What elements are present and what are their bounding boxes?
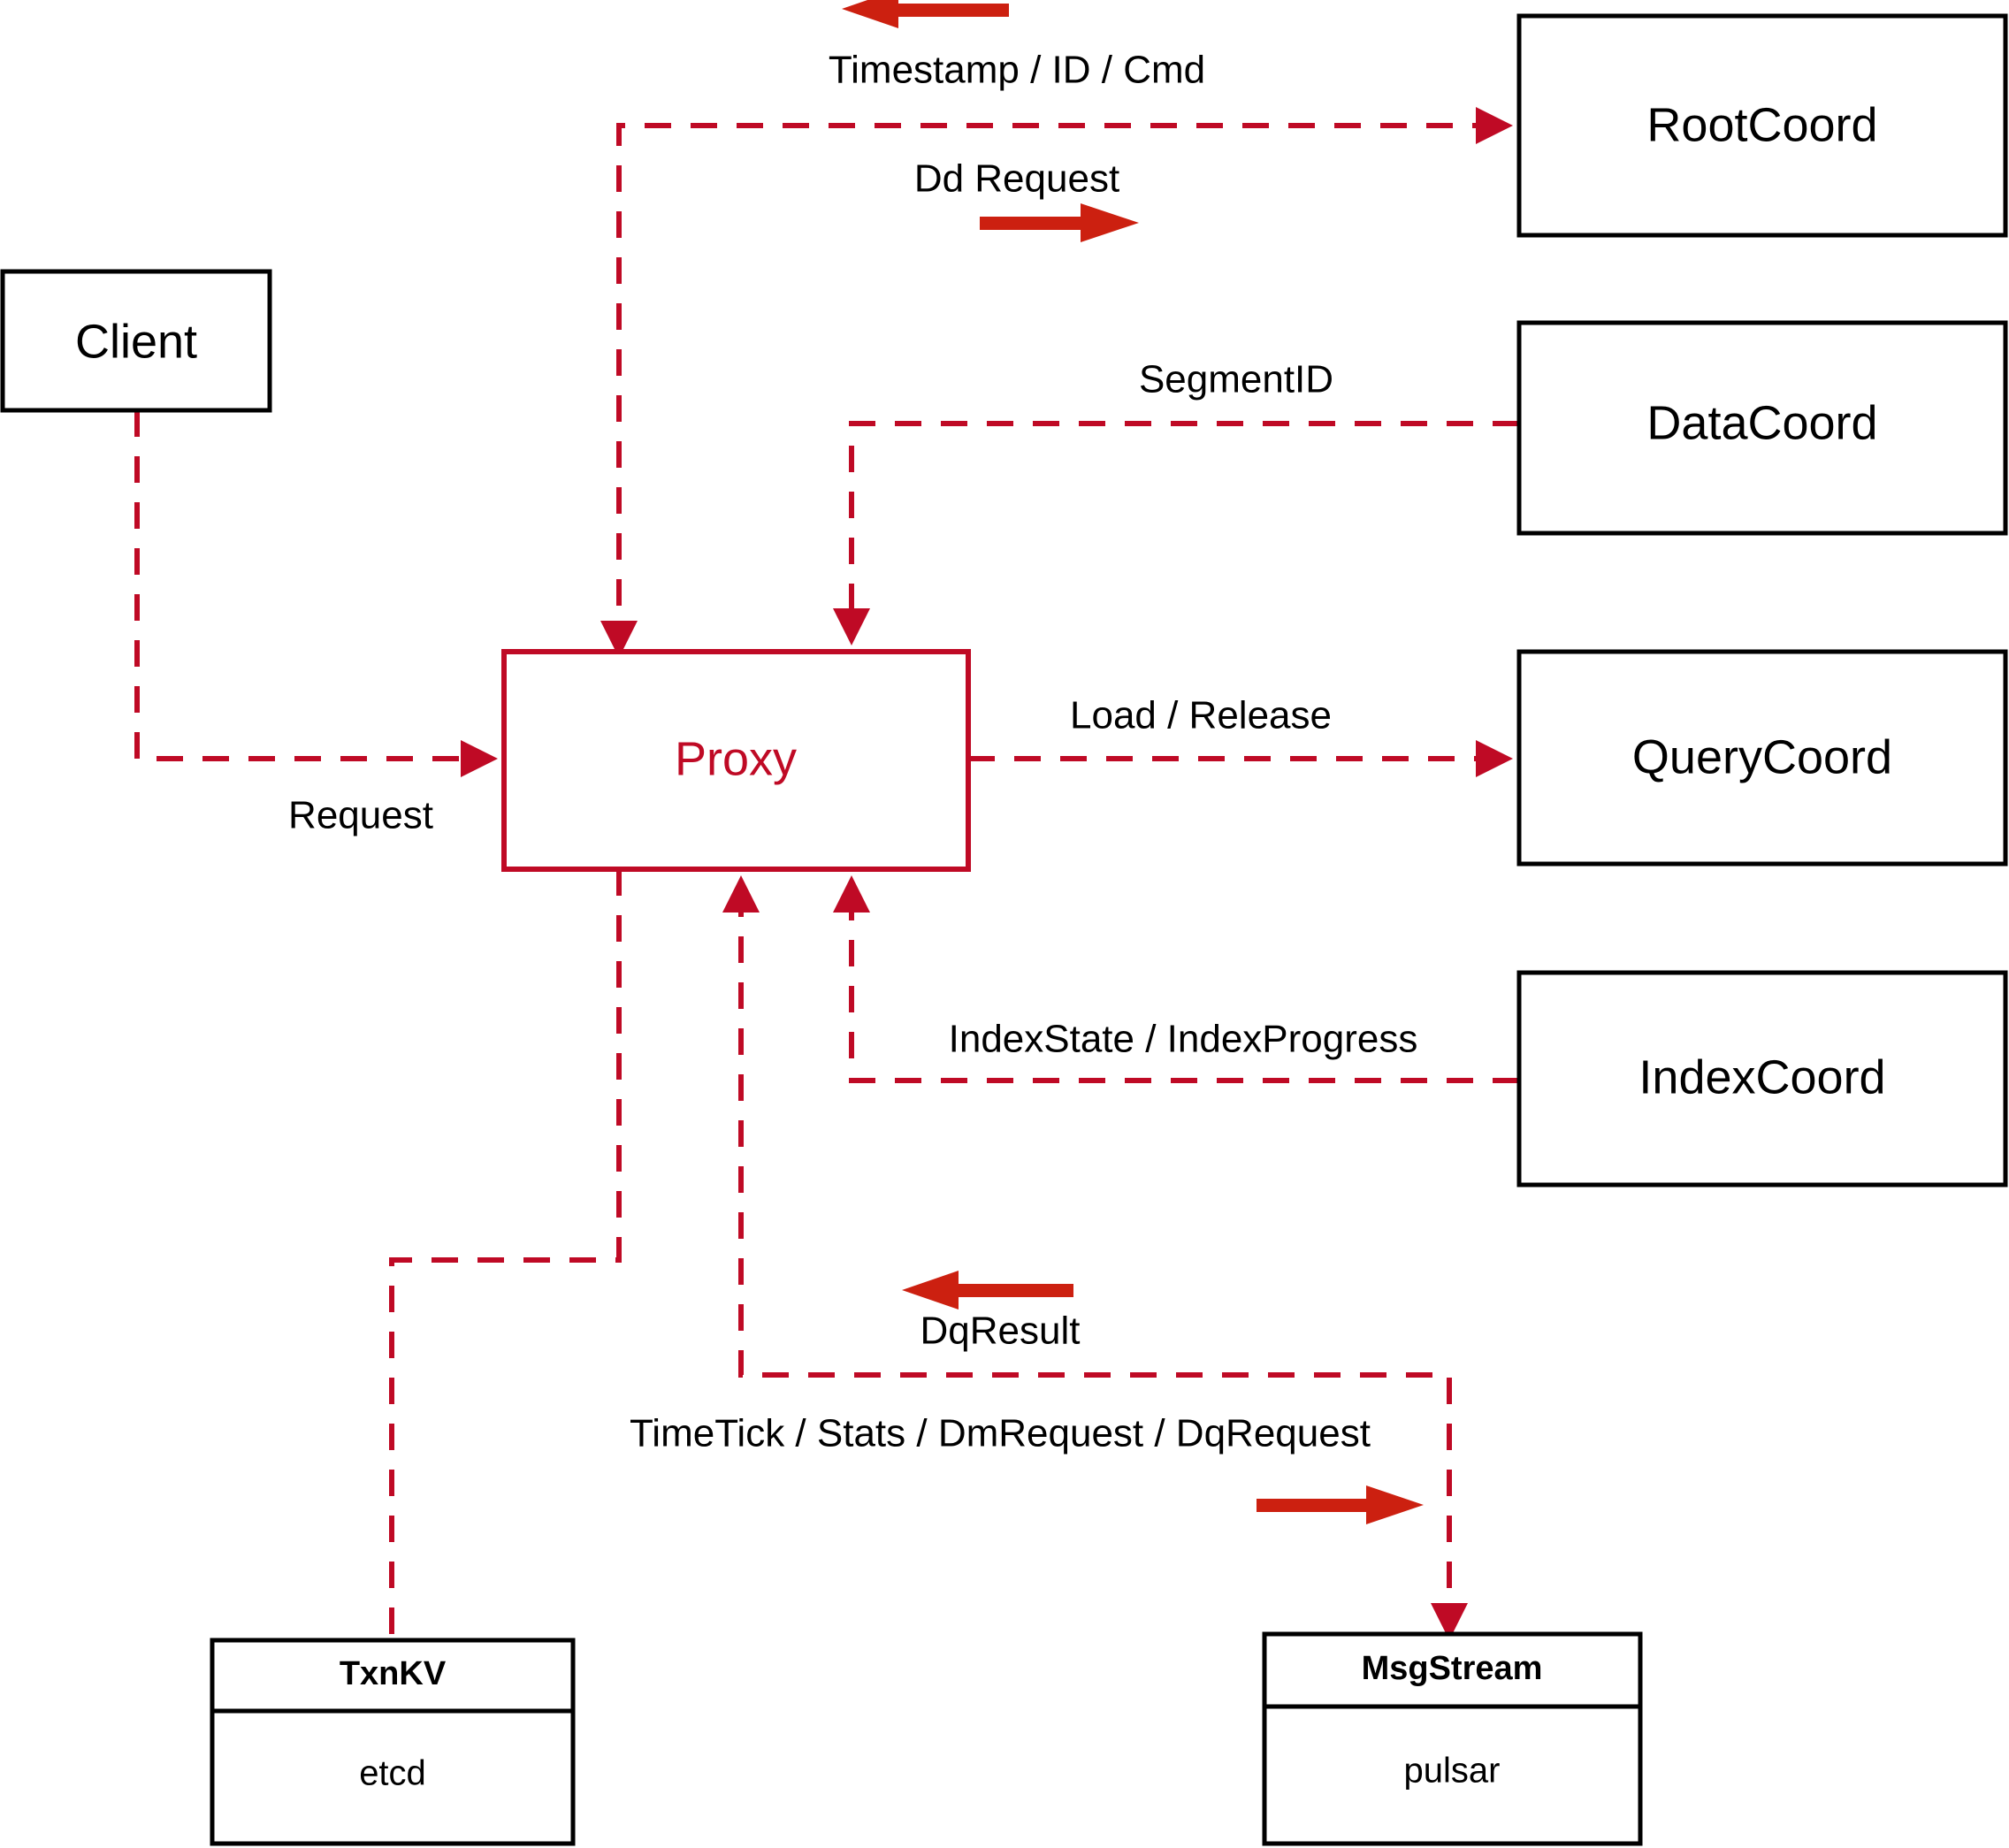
edge-label-timestamp-id-cmd: Timestamp / ID / Cmd: [829, 49, 1205, 92]
node-querycoord[interactable]: QueryCoord: [1516, 649, 2008, 867]
node-datacoord-label: DataCoord: [1646, 396, 1877, 449]
node-proxy-label: Proxy: [675, 732, 797, 785]
node-indexcoord[interactable]: IndexCoord: [1516, 970, 2008, 1187]
edge-proxy-to-rootcoord: [600, 107, 1513, 658]
edge-datacoord-to-proxy: [833, 421, 1519, 645]
node-client-label: Client: [75, 315, 197, 368]
edge-label-request: Request: [288, 794, 433, 837]
direction-arrow-dqresult: [902, 1271, 1073, 1310]
node-msgstream-impl: pulsar: [1404, 1752, 1501, 1791]
node-msgstream-title: MsgStream: [1362, 1650, 1543, 1687]
node-querycoord-label: QueryCoord: [1632, 730, 1892, 783]
edge-label-load-release: Load / Release: [1070, 694, 1332, 737]
node-rootcoord[interactable]: RootCoord: [1516, 13, 2008, 238]
edge-label-dq-result: DqResult: [920, 1310, 1081, 1353]
node-rootcoord-label: RootCoord: [1646, 98, 1877, 151]
edge-label-dd-request: Dd Request: [914, 157, 1119, 201]
direction-arrow-dd-request: [980, 203, 1139, 242]
edge-client-to-proxy: [134, 410, 498, 777]
node-msgstream[interactable]: MsgStream pulsar: [1262, 1631, 1643, 1846]
edge-label-index-state-progress: IndexState / IndexProgress: [949, 1018, 1418, 1061]
node-proxy[interactable]: Proxy: [501, 649, 971, 872]
node-datacoord[interactable]: DataCoord: [1516, 320, 2008, 536]
node-txnkv-impl: etcd: [359, 1754, 426, 1793]
node-client[interactable]: Client: [0, 269, 272, 413]
edge-proxy-to-txnkv: [389, 869, 622, 1640]
node-indexcoord-label: IndexCoord: [1639, 1050, 1885, 1103]
edge-label-timetick-stats: TimeTick / Stats / DmRequest / DqRequest: [630, 1412, 1371, 1455]
node-txnkv[interactable]: TxnKV etcd: [210, 1638, 576, 1846]
edge-label-segment-id: SegmentID: [1139, 358, 1333, 401]
direction-arrow-timetick: [1257, 1485, 1424, 1524]
edge-proxy-to-msgstream: [722, 875, 1468, 1640]
node-txnkv-title: TxnKV: [340, 1655, 447, 1692]
direction-arrow-timestamp: [842, 0, 1009, 28]
